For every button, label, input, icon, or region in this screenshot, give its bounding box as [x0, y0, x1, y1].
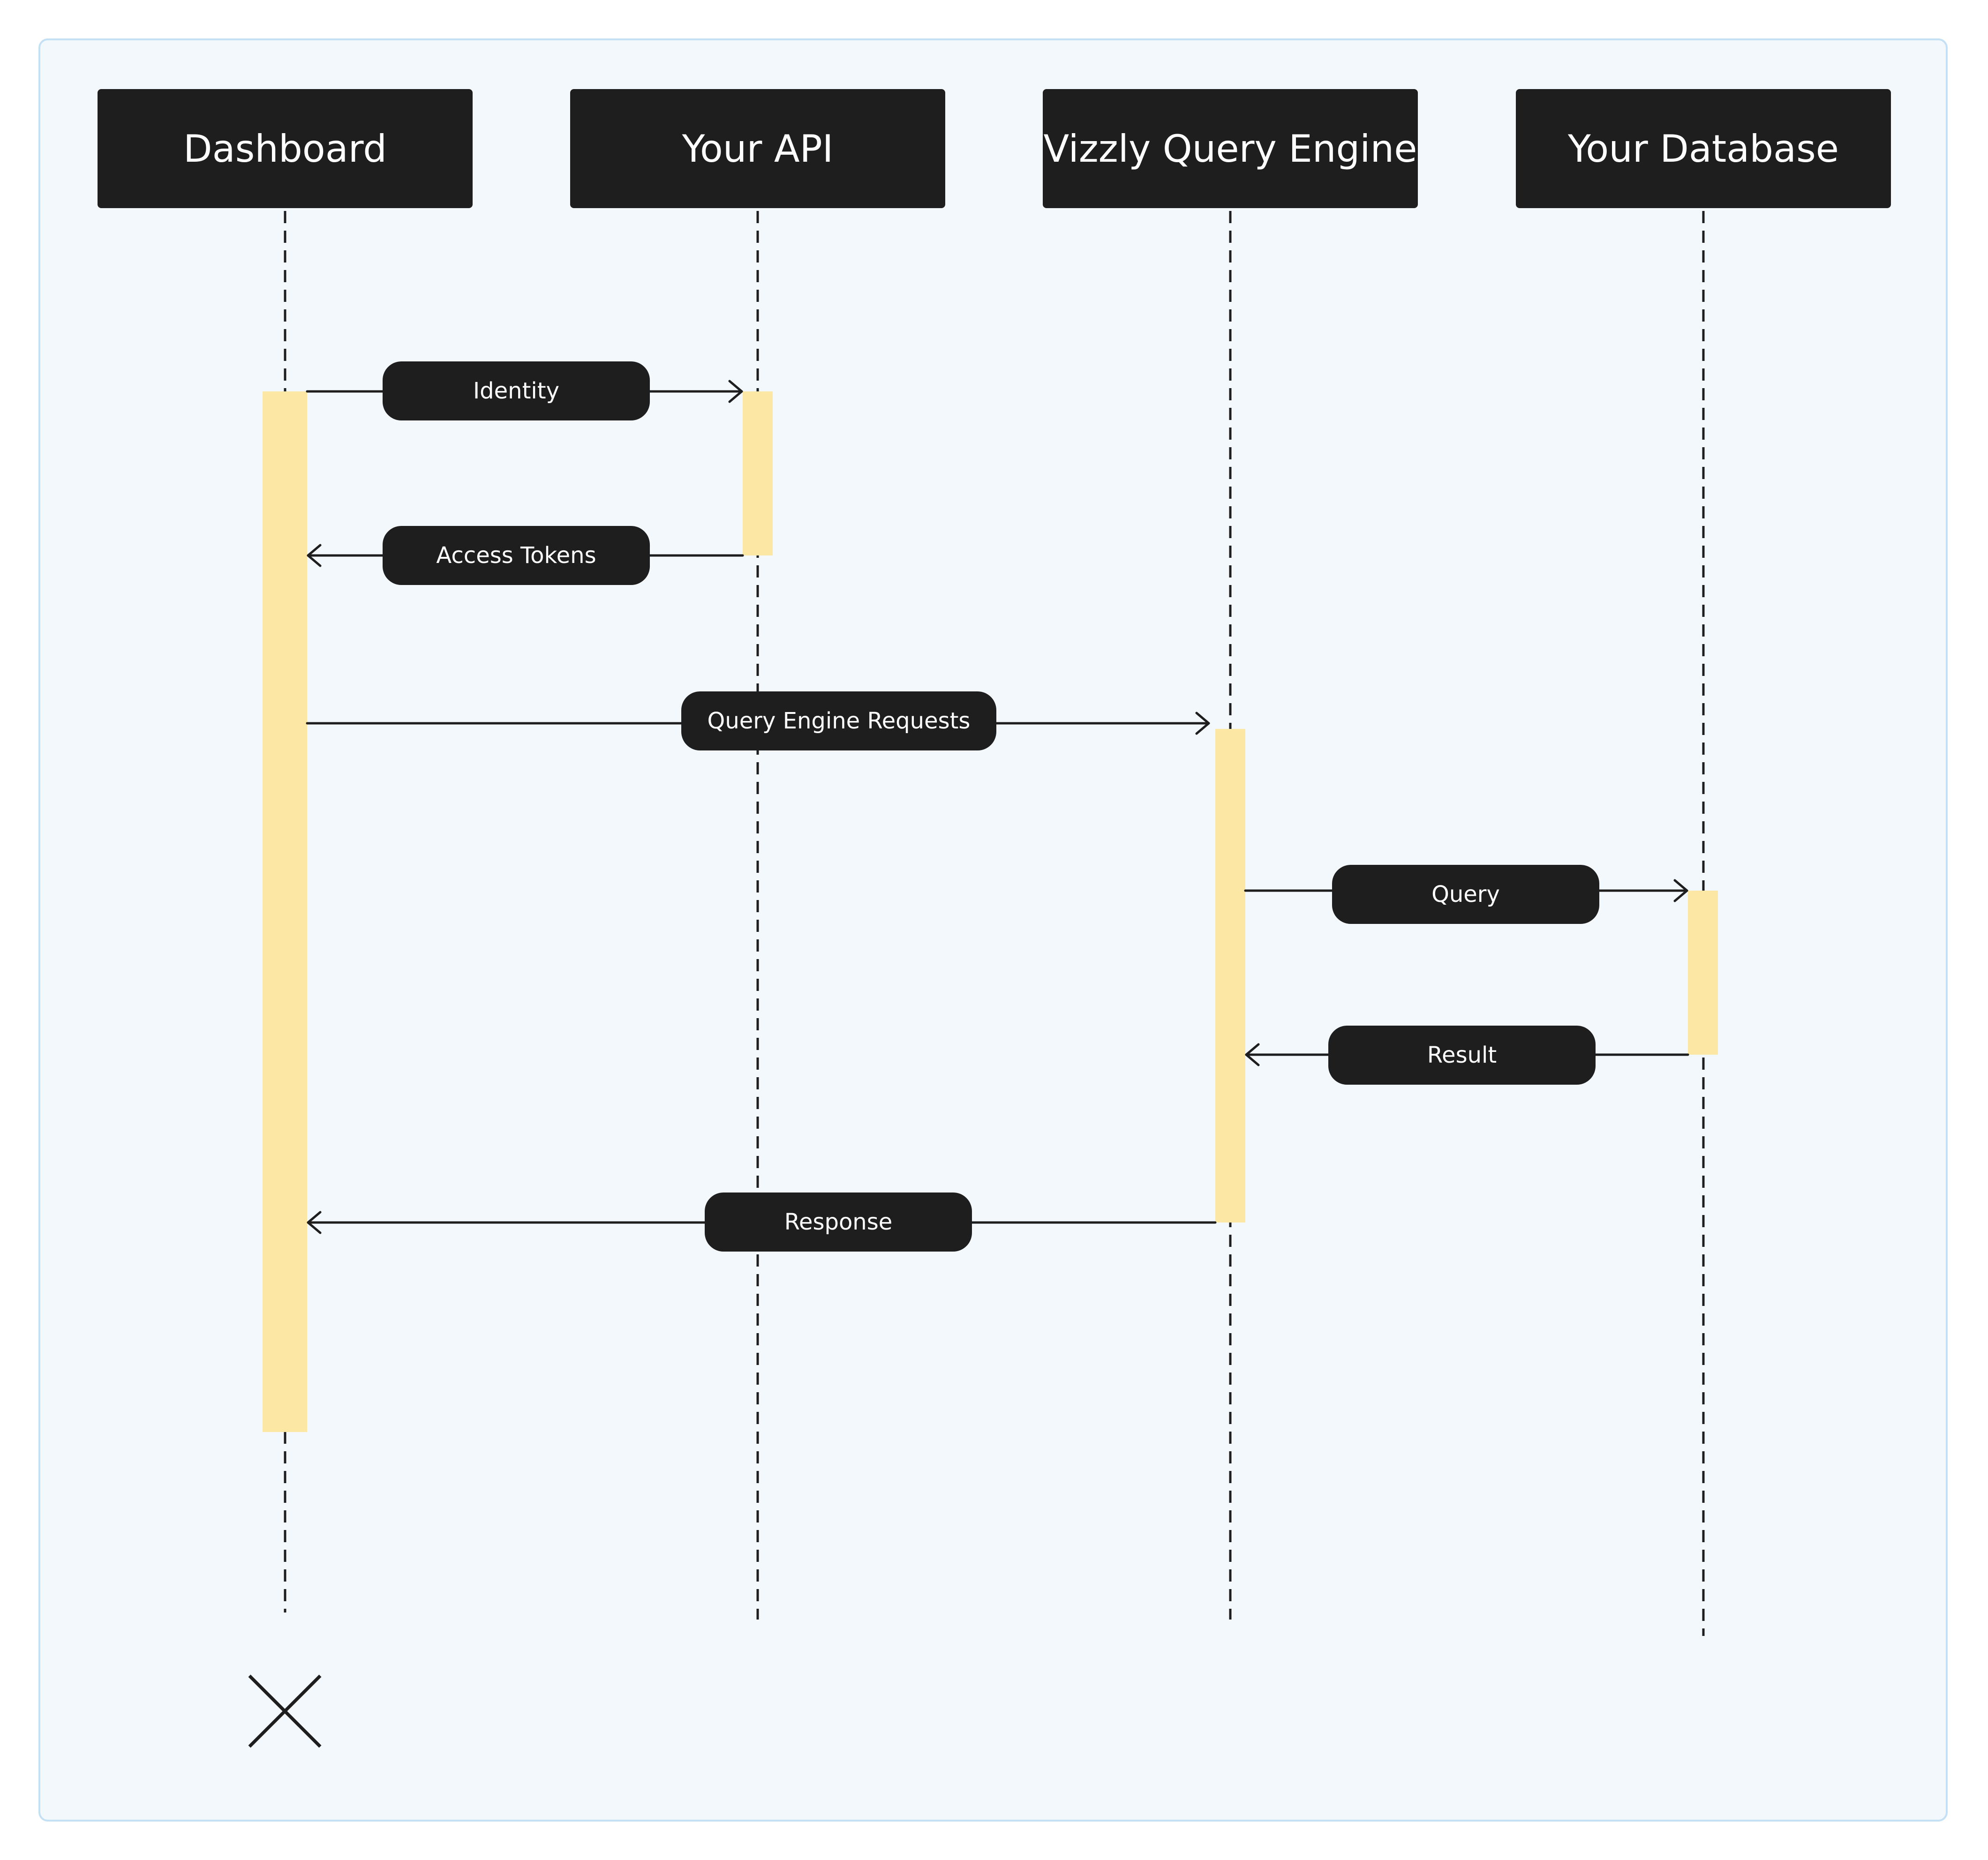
- activation-bar-dashboard: [263, 391, 307, 1432]
- participant-dashboard: Dashboard: [98, 89, 473, 208]
- activation-bars: [263, 391, 1718, 1432]
- participant-your-api: Your API: [570, 89, 945, 208]
- activation-bar-your-api: [743, 391, 773, 555]
- message-label-identity: Identity: [383, 361, 650, 420]
- message-label-query-engine-requests: Query Engine Requests: [681, 691, 996, 750]
- message-arrows: [306, 380, 1689, 1234]
- activation-bar-your-database: [1688, 891, 1718, 1055]
- message-label-access-tokens: Access Tokens: [383, 526, 650, 585]
- message-label-query: Query: [1332, 865, 1599, 924]
- participant-vizzly-query-engine: Vizzly Query Engine: [1043, 89, 1418, 208]
- message-label-result: Result: [1328, 1026, 1596, 1085]
- destroy-icon: [248, 1674, 322, 1748]
- diagram-frame: [38, 38, 1948, 1822]
- message-label-response: Response: [705, 1192, 972, 1252]
- activation-bar-vizzly-query-engine: [1215, 729, 1245, 1222]
- participant-your-database: Your Database: [1516, 89, 1891, 208]
